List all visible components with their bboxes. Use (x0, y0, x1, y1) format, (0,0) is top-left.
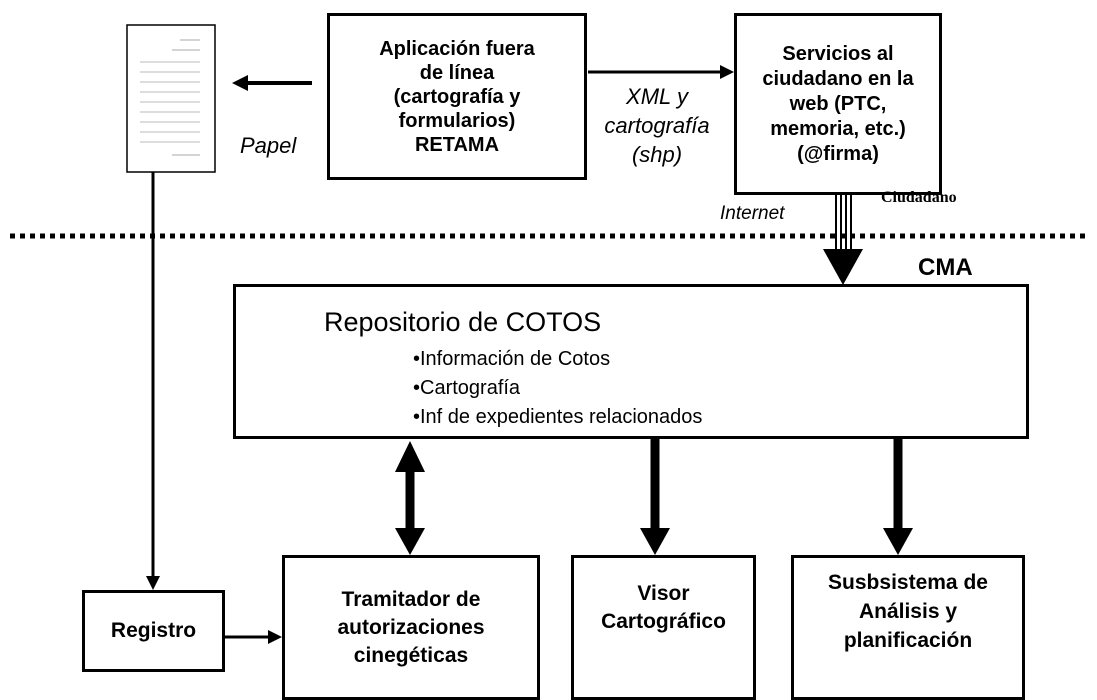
web-services-text: Servicios al ciudadano en la web (PTC, m… (762, 42, 914, 165)
repository-items: •Información de Cotos •Cartografía •Inf … (413, 345, 702, 432)
arrow-repository-to-visor (640, 438, 670, 555)
arrow-registro-to-tramitador (225, 630, 282, 644)
repository-item: •Cartografía (413, 377, 521, 399)
tramitador-text: Tramitador de autorizaciones cinegéticas (337, 587, 485, 667)
arrow-app-to-paper (232, 75, 312, 91)
arrow-app-to-web (588, 65, 734, 79)
xml-label: XML y cartografía (shp) (604, 84, 710, 167)
internet-label: Internet (720, 203, 785, 224)
repository-item: •Información de Cotos (413, 348, 611, 370)
arrow-repository-to-subsistema (883, 438, 913, 555)
offline-app-box: Aplicación fuera de línea (cartografía y… (327, 13, 587, 180)
arrow-repository-tramitador-bidirectional (395, 441, 425, 555)
arrow-web-to-repository (823, 194, 863, 285)
web-services-box: Servicios al ciudadano en la web (PTC, m… (734, 13, 942, 195)
offline-app-text: Aplicación fuera de línea (cartografía y… (379, 37, 535, 156)
paper-document-icon (126, 24, 216, 173)
repository-box: Repositorio de COTOS •Información de Cot… (233, 284, 1029, 439)
arrow-paper-to-registro (146, 172, 160, 590)
subsistema-box: Susbsistema de Análisis y planificación (791, 555, 1025, 700)
repository-title: Repositorio de COTOS (324, 307, 602, 337)
repository-item: •Inf de expedientes relacionados (413, 406, 703, 428)
visor-box: Visor Cartográfico (571, 555, 756, 700)
registro-text: Registro (110, 619, 197, 642)
tramitador-box: Tramitador de autorizaciones cinegéticas (282, 555, 540, 700)
cma-label: CMA (918, 254, 973, 281)
paper-label: Papel (240, 133, 297, 158)
subsistema-text: Susbsistema de Análisis y planificación (828, 571, 988, 652)
citizen-label: Ciudadano (881, 189, 957, 206)
visor-text: Visor Cartográfico (601, 582, 726, 633)
registro-box: Registro (82, 590, 225, 672)
